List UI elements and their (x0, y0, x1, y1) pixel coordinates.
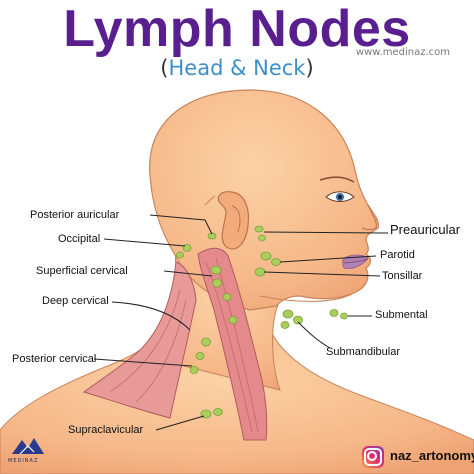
node-submandibular-1 (282, 309, 294, 319)
leader-deep-cervical (111, 301, 191, 331)
leader-lines (93, 214, 389, 431)
leader-posterior-auricular (149, 214, 213, 235)
label-superficial-cervical: Superficial cervical (36, 265, 128, 277)
node-posterior-cervical-3 (189, 366, 199, 374)
lymph-node-cluster (176, 225, 348, 419)
label-posterior-auricular: Posterior auricular (30, 209, 120, 221)
label-supraclavicular: Supraclavicular (68, 424, 144, 436)
node-submandibular-2 (293, 315, 303, 325)
nose (361, 204, 377, 230)
label-parotid: Parotid (380, 249, 415, 261)
leader-parotid (279, 255, 377, 263)
node-superficial-cervical-2 (212, 278, 222, 288)
node-superficial-cervical-1 (210, 265, 222, 275)
node-posterior-cervical-2 (195, 352, 205, 360)
page-title: Lymph Nodes (63, 0, 411, 58)
node-preauricular-1 (254, 225, 264, 233)
trapezius-muscle (82, 261, 197, 419)
leader-occipital (103, 238, 186, 247)
leader-submandibular (297, 321, 331, 349)
eyebrow (319, 176, 355, 183)
brand-name: MEDINAZ (8, 458, 39, 464)
label-tonsillar: Tonsillar (382, 270, 423, 282)
node-submandibular-3 (280, 321, 290, 329)
label-occipital: Occipital (58, 233, 101, 245)
leader-tonsillar (263, 271, 381, 277)
subtitle-open-paren: ( (160, 56, 169, 80)
node-occipital-2 (176, 251, 184, 259)
leader-posterior-cervical (93, 358, 193, 367)
ear (217, 191, 250, 250)
subtitle-text: Head & Neck (168, 56, 306, 80)
label-submandibular: Submandibular (326, 346, 400, 358)
website-url: www.medinaz.com (355, 47, 450, 58)
node-occipital-1 (182, 244, 192, 252)
leader-superficial-cervical (163, 270, 213, 277)
brand-logo-icon (12, 438, 44, 455)
node-deep-cervical-2 (228, 316, 238, 324)
jawline (259, 293, 353, 302)
subtitle-close-paren: ) (305, 56, 314, 80)
node-posterior-cervical-1 (201, 337, 211, 347)
node-preauricular-2 (258, 234, 266, 242)
label-deep-cervical: Deep cervical (42, 295, 109, 307)
node-deep-cervical-1 (222, 293, 232, 301)
node-parotid-2 (271, 258, 281, 266)
node-tonsillar (254, 267, 266, 277)
node-submental-1 (329, 309, 339, 317)
label-submental: Submental (375, 309, 428, 321)
leader-supraclavicular (155, 415, 205, 431)
social-handle: naz_artonomy (390, 448, 474, 463)
instagram-icon (362, 446, 384, 468)
leader-preauricular (263, 231, 389, 234)
node-supraclavicular-2 (213, 408, 223, 416)
hairline (204, 195, 216, 206)
subtitle: (Head & Neck) (0, 56, 474, 80)
label-preauricular: Preauricular (390, 222, 461, 237)
node-parotid-1 (260, 251, 272, 261)
label-posterior-cervical: Posterior cervical (12, 353, 97, 365)
node-submental-2 (340, 312, 348, 320)
